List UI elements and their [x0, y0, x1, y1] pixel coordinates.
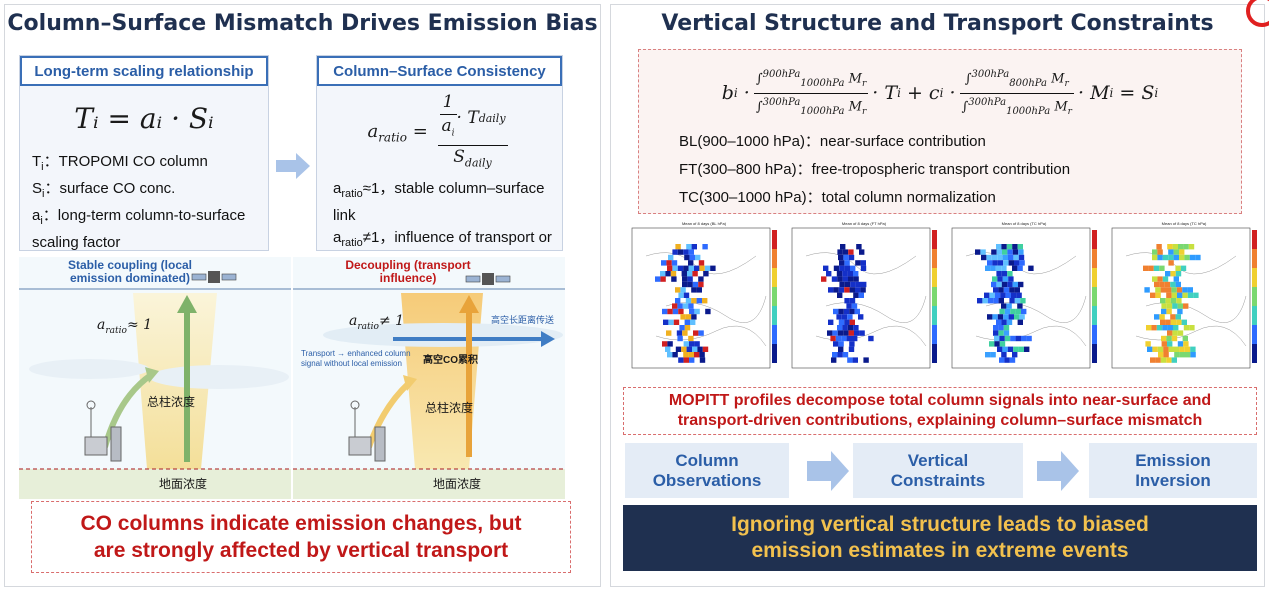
- ft-fraction: ∫300hPa800hPa Mr ∫300hPa1000hPa Mr: [959, 68, 1074, 117]
- map-canvas: [631, 227, 777, 369]
- scaling-formula: Tᵢ = aᵢ · Sᵢ: [74, 102, 214, 135]
- decoupling-column-label: 总柱浓度: [425, 401, 474, 415]
- left-panel-title: Column–Surface Mismatch Drives Emission …: [7, 11, 598, 36]
- decoupling-ground-label: 地面浓度: [433, 477, 482, 491]
- def-si: Si：surface CO conc.: [32, 180, 176, 200]
- right-panel-title: Vertical Structure and Transport Constra…: [661, 11, 1214, 36]
- mopitt-note: MOPITT profiles decompose total column s…: [623, 387, 1257, 435]
- bl-fraction: ∫900hPa1000hPa Mr ∫300hPa1000hPa Mr: [753, 68, 869, 117]
- note-stable: aratio≈1，stable column–surface link: [333, 179, 545, 224]
- flow-arrow-icon: [1037, 451, 1079, 491]
- layer-ft: FT(300–800 hPa)：free-tropospheric transp…: [679, 161, 1071, 178]
- conclusion-banner: Ignoring vertical structure leads to bia…: [623, 505, 1257, 571]
- left-conclusion: CO columns indicate emission changes, bu…: [31, 501, 571, 573]
- map-panel-1: Mean of 8 days (BL hPa): [626, 221, 782, 381]
- decoupling-illustration: Decoupling (transport influence) aratio≠…: [293, 257, 565, 499]
- decoupling-caption: Decoupling (transport influence): [345, 258, 471, 285]
- stable-column-label: 总柱浓度: [147, 395, 196, 409]
- scaling-definitions: Ti：TROPOMI CO column Si：surface CO conc.…: [20, 135, 268, 254]
- scaling-box: Long-term scaling relationship Tᵢ = aᵢ ·…: [19, 55, 269, 251]
- def-ai: ai：long-term column-to-surface scaling f…: [32, 207, 246, 251]
- map-canvas: [951, 227, 1097, 369]
- stable-coupling-caption: Stable coupling (local emission dominate…: [67, 258, 192, 285]
- scaling-box-header: Long-term scaling relationship: [20, 56, 268, 86]
- map-panel-4: Mean of 8 days (TC hPa): [1106, 221, 1262, 381]
- right-panel: Vertical Structure and Transport Constra…: [610, 0, 1269, 587]
- corner-marker: [1246, 0, 1269, 27]
- flow-step-emission-inversion: Emission Inversion: [1089, 443, 1257, 498]
- map-canvas: [791, 227, 937, 369]
- left-panel: Column–Surface Mismatch Drives Emission …: [4, 4, 601, 587]
- long-range-transport-label: 高空长距离传送: [491, 315, 555, 325]
- layer-tc: TC(300–1000 hPa)：total column normalizat…: [679, 189, 996, 206]
- map-canvas: [1111, 227, 1257, 369]
- map-title: Mean of 8 days (FT hPa): [841, 221, 887, 226]
- def-ti: Ti：TROPOMI CO column: [32, 153, 208, 173]
- flow-arrow-icon: [807, 451, 849, 491]
- map-title: Mean of 8 days (BL hPa): [681, 221, 727, 226]
- decoupling-ratio-label: aratio≠ 1: [349, 313, 405, 332]
- layer-bl: BL(900–1000 hPa)：near-surface contributi…: [679, 133, 986, 150]
- map-title: Mean of 8 days (TC hPa): [1001, 221, 1047, 226]
- stable-ratio-label: aratio≈ 1: [97, 317, 153, 336]
- consistency-box-header: Column–Surface Consistency: [317, 56, 562, 86]
- right-arrow-icon: [276, 153, 310, 179]
- transport-note: Transport → enhanced column signal witho…: [301, 349, 411, 368]
- flow-step-vertical-constraints: Vertical Constraints: [853, 443, 1023, 498]
- map-title: Mean of 8 days (TC hPa): [1161, 221, 1207, 226]
- map-panel-3: Mean of 8 days (TC hPa): [946, 221, 1102, 381]
- stable-ground-label: 地面浓度: [159, 477, 208, 491]
- mopitt-map-panels: Mean of 8 days (BL hPa) Mean of 8 days (…: [626, 221, 1262, 385]
- upper-co-label: 高空CO累积: [423, 355, 478, 366]
- stable-coupling-illustration: Stable coupling (local emission dominate…: [19, 257, 291, 499]
- map-panel-2: Mean of 8 days (FT hPa): [786, 221, 942, 381]
- flow-step-column-observations: Column Observations: [625, 443, 789, 498]
